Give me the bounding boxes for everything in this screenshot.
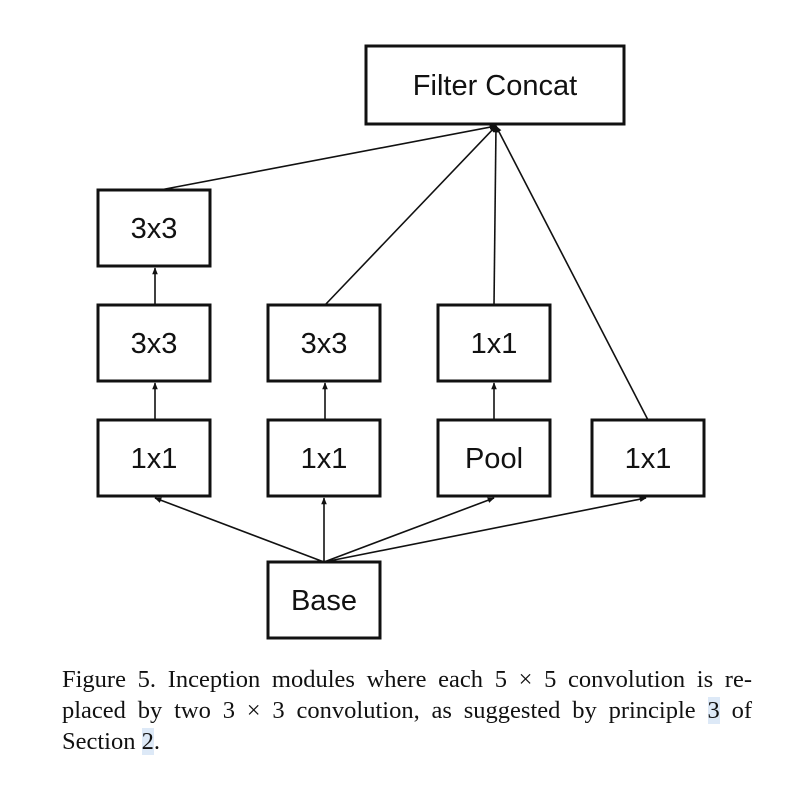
node-label: Pool [465, 443, 523, 475]
node-label: 1x1 [471, 328, 518, 360]
node-box [590, 418, 706, 498]
node-box [96, 188, 212, 268]
node-label: 1x1 [625, 443, 672, 475]
node-box [96, 303, 212, 383]
node-label: 3x3 [131, 213, 178, 245]
node-c2: 1x1 [436, 303, 552, 383]
node-box [266, 418, 382, 498]
node-concat: Filter Concat [364, 44, 626, 126]
edge-d1-to-concat [495, 125, 649, 421]
node-a2: 3x3 [96, 303, 212, 383]
node-b2: 3x3 [266, 303, 382, 383]
edge-base-to-d1 [323, 496, 647, 563]
node-label: 1x1 [301, 443, 348, 475]
node-box [364, 44, 626, 126]
caption-text: Figure 5. Inception modules where each 5… [62, 666, 752, 724]
edge-b2-to-concat [324, 125, 497, 306]
edge-base-to-c1 [323, 497, 495, 563]
edge-base-to-a1 [154, 497, 325, 563]
node-a3: 3x3 [96, 188, 212, 268]
edge-c2-to-concat [493, 125, 499, 306]
figure-caption: Figure 5. Inception modules where each 5… [62, 664, 752, 757]
edge-a3-to-concat [159, 124, 497, 191]
section-reference-link[interactable]: 2 [141, 728, 154, 755]
node-label: 3x3 [301, 328, 348, 360]
node-box [266, 303, 382, 383]
node-a1: 1x1 [96, 418, 212, 498]
principle-reference-link[interactable]: 3 [707, 697, 720, 724]
node-box [266, 560, 382, 640]
node-d1: 1x1 [590, 418, 706, 498]
node-label: Base [291, 585, 357, 617]
caption-text-2: of Section [62, 697, 752, 755]
node-box [436, 418, 552, 498]
node-label: 3x3 [131, 328, 178, 360]
caption-text-3: . [153, 728, 160, 755]
node-c1: Pool [436, 418, 552, 498]
node-label: 1x1 [131, 443, 178, 475]
node-label: Filter Concat [413, 70, 577, 102]
node-base: Base [266, 560, 382, 640]
node-box [436, 303, 552, 383]
node-box [96, 418, 212, 498]
node-b1: 1x1 [266, 418, 382, 498]
